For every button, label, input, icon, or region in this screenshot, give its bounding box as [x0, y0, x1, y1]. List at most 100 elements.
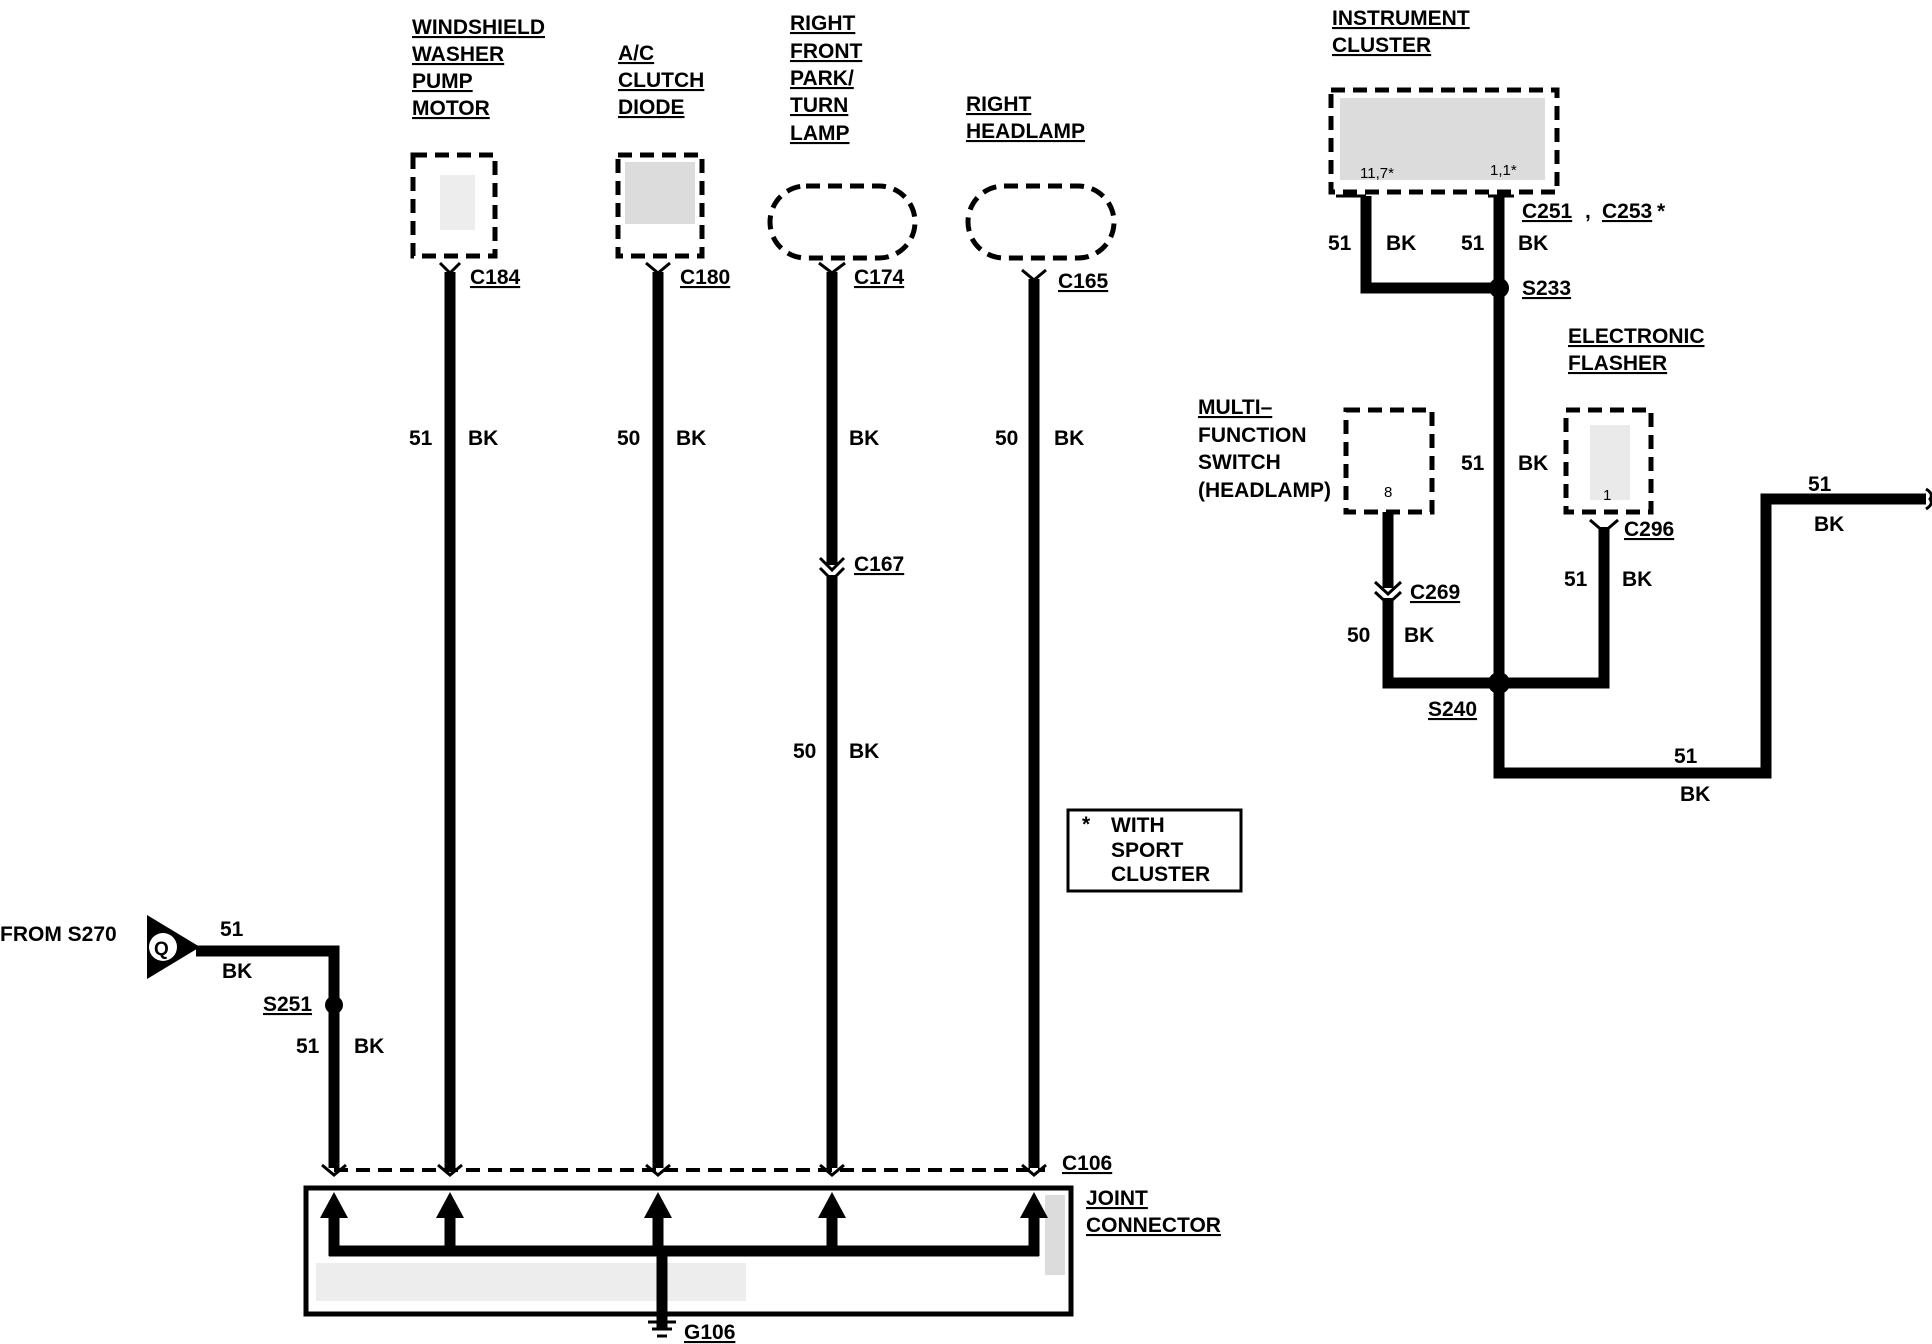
wire-color: BK: [1404, 624, 1434, 647]
ac-diode-component: [615, 152, 705, 259]
washer-pump-label: WINDSHIELD WASHER PUMP MOTOR: [412, 16, 545, 120]
wire-color: BK: [1814, 513, 1844, 536]
wire-color: BK: [1518, 452, 1548, 475]
washer-pump-component: [410, 152, 498, 259]
connector-c253-star: *: [1657, 200, 1666, 223]
connector-labels: C184 C180 C174 C165 C167 C106 C251 , C25…: [0, 200, 1674, 1344]
label-line: JOINT: [1086, 1187, 1148, 1210]
connector-c251: C251: [1522, 200, 1573, 223]
connector-c174: C174: [854, 266, 905, 289]
wire-circuit: 51: [296, 1035, 320, 1058]
label-line: LAMP: [790, 122, 850, 145]
label-line: PUMP: [412, 70, 473, 93]
connector-c165: C165: [1058, 270, 1109, 293]
wire-color: BK: [468, 427, 498, 450]
joint-connector: [303, 1185, 1074, 1330]
connector-q: Q: [147, 915, 200, 979]
note-line: WITH: [1111, 814, 1165, 837]
label-line: (HEADLAMP): [1198, 479, 1331, 502]
connector-c253: C253: [1602, 200, 1652, 223]
label-line: CLUSTER: [1332, 34, 1431, 57]
pin-label: 11,7*: [1360, 165, 1394, 182]
label-line: FRONT: [790, 40, 862, 63]
connector-c269: C269: [1410, 581, 1460, 604]
wire-circuit: 51: [1808, 473, 1832, 496]
flasher-component: 1: [1563, 407, 1654, 515]
wire-color: BK: [354, 1035, 384, 1058]
ac-diode-label: A/C CLUTCH DIODE: [618, 42, 704, 119]
sport-cluster-note: * WITH SPORT CLUSTER: [1066, 808, 1243, 893]
joint-arrows: [320, 1192, 1048, 1218]
headlamp-label: RIGHT HEADLAMP: [966, 93, 1085, 143]
connector-c184: C184: [470, 266, 521, 289]
flasher-label: ELECTRONIC FLASHER: [1568, 325, 1705, 375]
pin-label: 1: [1603, 487, 1611, 504]
wire-circuit: 51: [409, 427, 433, 450]
wires-left: [196, 272, 1047, 1177]
headlamp-component: [965, 183, 1117, 261]
label-line: DIODE: [618, 96, 685, 119]
wire-labels: 51 BK 50 BK BK 50 BK 50 BK 51 BK 51 BK 5…: [220, 232, 1844, 1058]
from-s270-label: FROM S270: [0, 923, 117, 946]
label-line: TURN: [790, 94, 848, 117]
note-line: SPORT: [1111, 839, 1184, 862]
wire-circuit: 51: [1564, 568, 1588, 591]
connector-c106: C106: [1062, 1152, 1112, 1175]
wire-circuit: 50: [793, 740, 816, 763]
connector-c167: C167: [854, 553, 904, 576]
note-star: *: [1082, 813, 1091, 836]
label-line: RIGHT: [790, 12, 856, 35]
wire-color: BK: [1518, 232, 1548, 255]
label-line: SWITCH: [1198, 451, 1281, 474]
splice-s251: [325, 996, 343, 1014]
splice-s233: [1489, 278, 1509, 298]
connector-c180: C180: [680, 266, 730, 289]
wire-color: BK: [1622, 568, 1652, 591]
wire-circuit: 50: [995, 427, 1018, 450]
connector-separator: ,: [1585, 200, 1591, 223]
label-line: MULTI–: [1198, 396, 1273, 419]
splice-s240: [1488, 672, 1510, 694]
pin-label: 1,1*: [1490, 162, 1517, 179]
wire-circuit: 51: [1328, 232, 1352, 255]
mfs-component: 8: [1343, 407, 1435, 515]
splice-s251-label: S251: [263, 993, 312, 1016]
wire-circuit: 50: [617, 427, 640, 450]
wire-color: BK: [1386, 232, 1416, 255]
label-line: CLUTCH: [618, 69, 704, 92]
wires-right: [1360, 196, 1932, 779]
park-turn-lamp-component: [767, 183, 918, 261]
pin-label: 8: [1384, 484, 1392, 501]
wire-color: BK: [1054, 427, 1084, 450]
label-line: PARK/: [790, 67, 854, 90]
connector-c296: C296: [1624, 518, 1674, 541]
park-turn-lamp-label: RIGHT FRONT PARK/ TURN LAMP: [790, 12, 862, 145]
label-line: CONNECTOR: [1086, 1214, 1221, 1237]
wire-color: BK: [1680, 783, 1710, 806]
ground-g106-label: G106: [684, 1321, 735, 1344]
splice-s240-label: S240: [1428, 698, 1477, 721]
label-line: FLASHER: [1568, 352, 1667, 375]
label-line: MOTOR: [412, 97, 490, 120]
wire-circuit: 51: [1461, 232, 1485, 255]
label-line: WASHER: [412, 43, 504, 66]
wire-color: BK: [222, 960, 252, 983]
label-line: FUNCTION: [1198, 424, 1307, 447]
ground-icon: [648, 1320, 676, 1338]
wire-circuit: 51: [1674, 745, 1698, 768]
label-line: RIGHT: [966, 93, 1032, 116]
note-line: CLUSTER: [1111, 863, 1210, 886]
label-line: WINDSHIELD: [412, 16, 545, 39]
wire-color: BK: [849, 740, 879, 763]
joint-connector-label: JOINT CONNECTOR: [1086, 1187, 1221, 1237]
wire-circuit: 50: [1347, 624, 1370, 647]
wire-circuit: 51: [220, 918, 244, 941]
wire-color: BK: [849, 427, 879, 450]
label-line: HEADLAMP: [966, 120, 1085, 143]
label-line: INSTRUMENT: [1332, 7, 1470, 30]
wire-color: BK: [676, 427, 706, 450]
mfs-label: MULTI– FUNCTION SWITCH (HEADLAMP): [1198, 396, 1331, 502]
cluster-label: INSTRUMENT CLUSTER: [1332, 7, 1470, 57]
splice-s233-label: S233: [1522, 277, 1571, 300]
